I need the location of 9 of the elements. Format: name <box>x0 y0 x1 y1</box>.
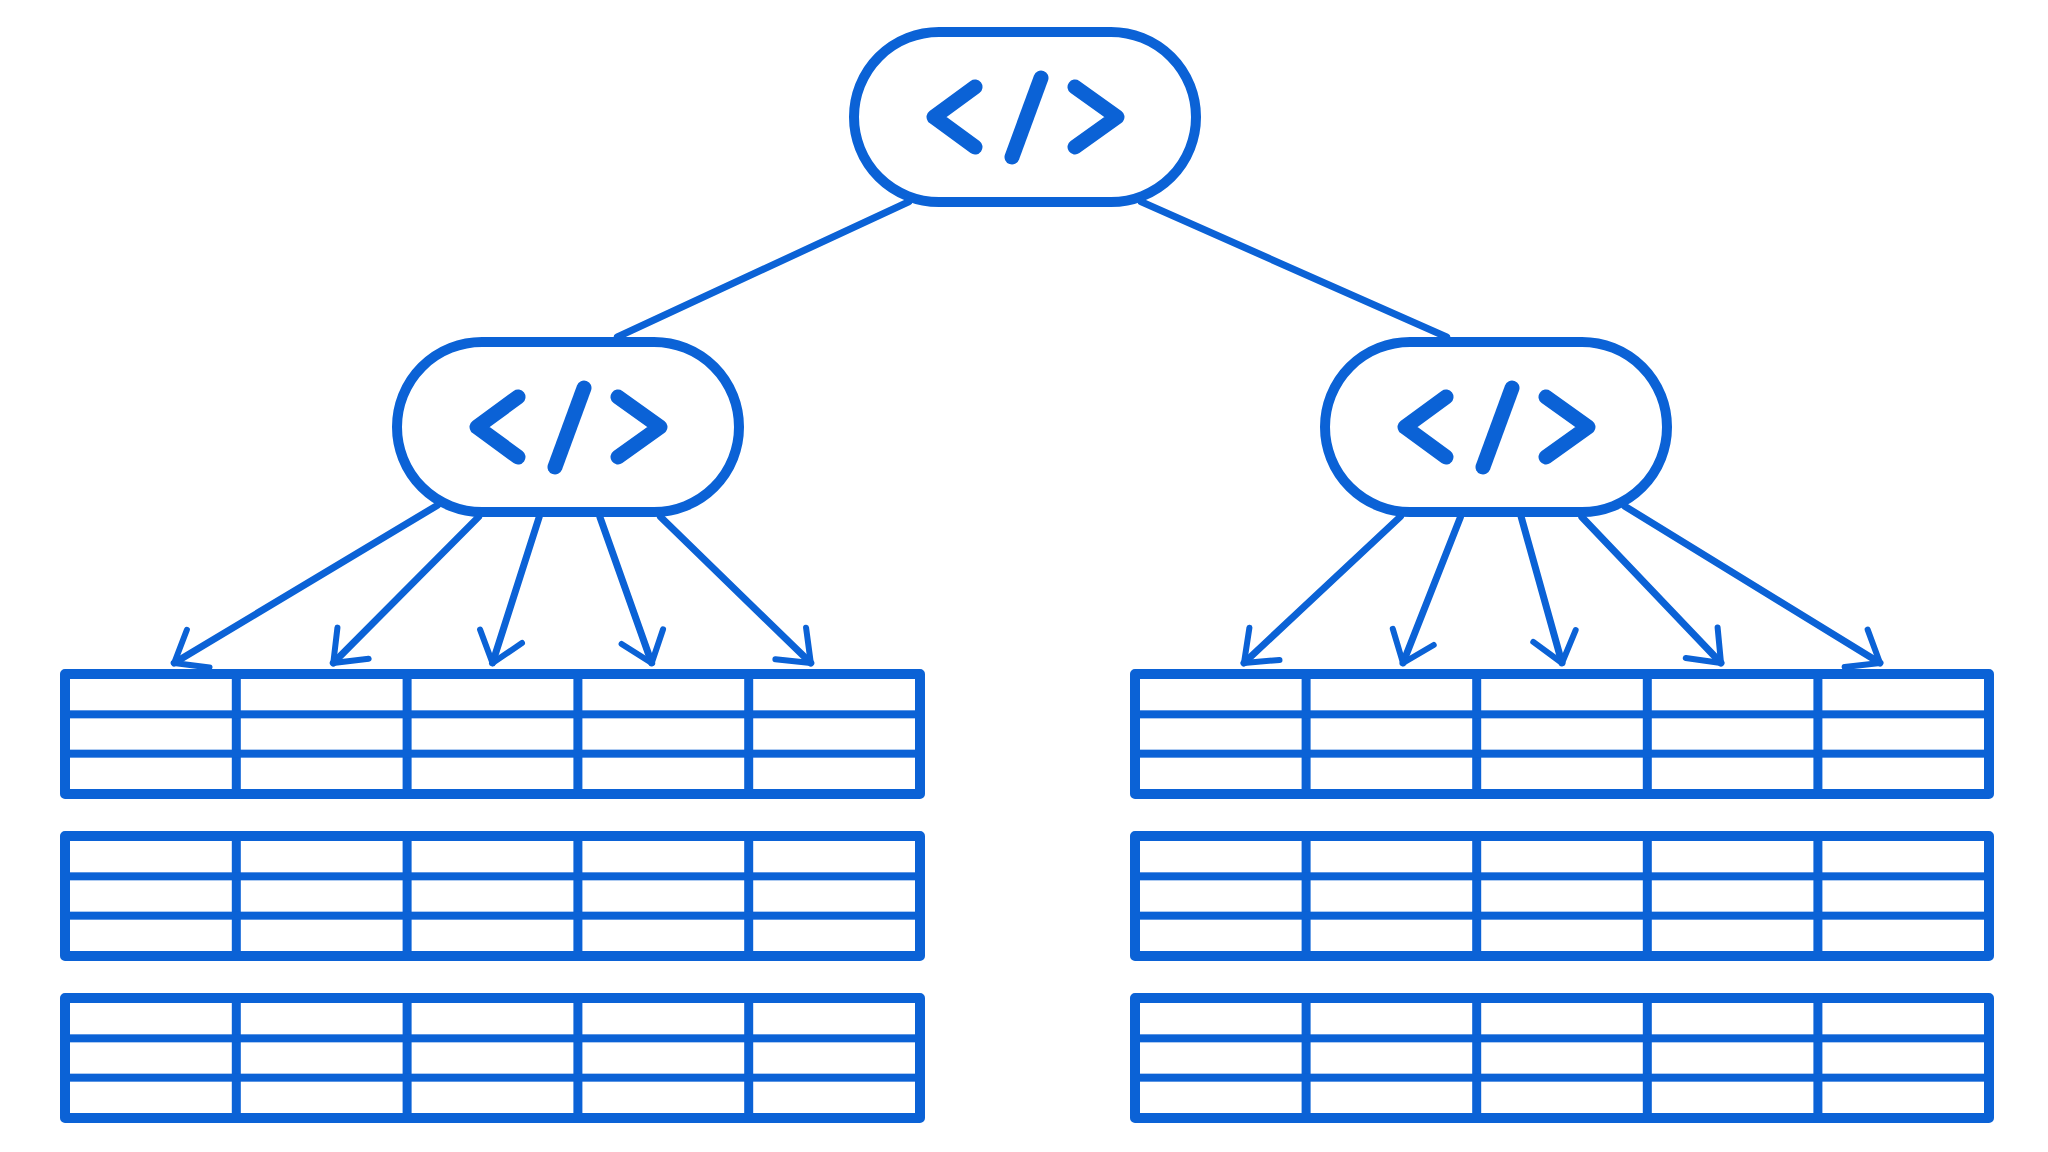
table-grid <box>60 669 925 799</box>
arrow <box>1621 502 1884 671</box>
table-grid <box>1130 669 1994 799</box>
table-grid <box>60 993 925 1123</box>
arrow <box>1240 513 1404 667</box>
table-grid <box>1130 993 1994 1123</box>
table-grid <box>1130 831 1994 961</box>
table-grid <box>60 831 925 961</box>
arrow <box>170 501 441 671</box>
